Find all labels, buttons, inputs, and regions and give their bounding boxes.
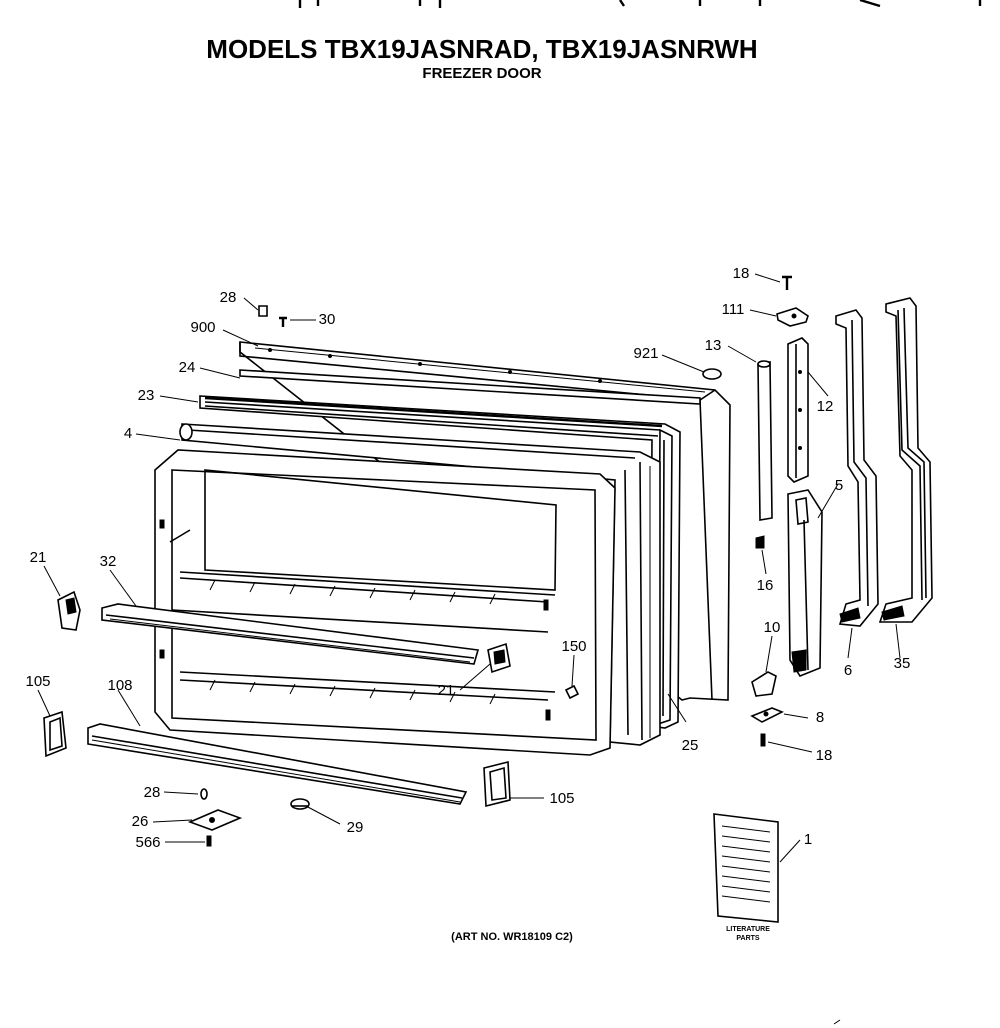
callout-28-top: 28 <box>220 289 237 306</box>
scan-marks <box>298 0 982 1025</box>
rivet-566 <box>206 835 212 847</box>
callout-labels: 28 30 900 24 23 4 21 32 105 108 28 26 56… <box>25 265 910 851</box>
callout-29: 29 <box>347 819 364 836</box>
handle-mount-5 <box>787 489 823 677</box>
callout-21-left: 21 <box>30 549 47 566</box>
literature-label-2: PARTS <box>736 935 760 942</box>
callout-26: 26 <box>132 813 149 830</box>
callout-1: 1 <box>804 831 812 848</box>
hinge-bracket-111 <box>776 307 809 327</box>
callout-150: 150 <box>561 638 586 655</box>
handle-rod-13 <box>757 360 773 521</box>
callout-25: 25 <box>682 737 699 754</box>
hinge-pin-8 <box>750 707 784 723</box>
callout-111: 111 <box>722 301 745 318</box>
callout-108: 108 <box>107 677 132 694</box>
callout-28-bottom: 28 <box>144 784 161 801</box>
callout-30: 30 <box>319 311 336 328</box>
callout-6: 6 <box>844 662 852 679</box>
callout-4: 4 <box>124 425 132 442</box>
bar-end-cap-right <box>483 760 511 808</box>
diagram-subtitle: FREEZER DOOR <box>422 65 541 82</box>
callout-23: 23 <box>138 387 155 404</box>
grommet-28-top <box>258 305 268 317</box>
art-number: (ART NO. WR18109 C2) <box>451 931 573 943</box>
callout-24: 24 <box>179 359 196 376</box>
hinge-10 <box>751 671 777 697</box>
inner-door-liner <box>154 449 616 756</box>
callout-105-left: 105 <box>25 673 50 690</box>
door-handle-35 <box>878 297 933 623</box>
bracket-plate <box>187 809 243 831</box>
screw-18-top <box>782 275 792 290</box>
callout-35: 35 <box>894 655 911 672</box>
callout-16: 16 <box>757 577 774 594</box>
callout-566: 566 <box>135 834 160 851</box>
callout-5: 5 <box>835 477 843 494</box>
door-shelf-bar <box>101 603 480 665</box>
callout-32: 32 <box>100 553 117 570</box>
screw-30 <box>279 316 287 327</box>
bottom-shelf-bar <box>87 723 468 805</box>
callout-8: 8 <box>816 709 824 726</box>
callout-10: 10 <box>764 619 781 636</box>
grommet-28-bottom <box>200 788 208 800</box>
shelf-end-cap-mid <box>487 642 511 674</box>
leader-lines <box>37 273 901 863</box>
callout-12: 12 <box>817 398 834 415</box>
callout-105-right: 105 <box>549 790 574 807</box>
screw-18-bottom <box>760 733 766 747</box>
bumper-29 <box>290 798 310 810</box>
callout-21-mid: 21 <box>438 682 455 699</box>
hinge-channel-12 <box>787 337 809 483</box>
door-liner-frame <box>179 423 661 746</box>
callout-900: 900 <box>190 319 215 336</box>
literature-label-1: LITERATURE <box>726 926 770 933</box>
callout-18-bottom: 18 <box>816 747 833 764</box>
bar-end-cap-left <box>43 710 67 758</box>
callout-13: 13 <box>705 337 722 354</box>
screw-16 <box>755 535 765 549</box>
diagram-title: MODELS TBX19JASNRAD, TBX19JASNRWH <box>206 34 757 64</box>
literature-booklet: LITERATURE PARTS <box>713 813 779 942</box>
screw-150 <box>564 684 580 700</box>
shelf-end-cap-left <box>57 590 81 631</box>
callout-18-top: 18 <box>733 265 750 282</box>
callout-921: 921 <box>633 345 658 362</box>
door-handle-6 <box>835 309 879 627</box>
